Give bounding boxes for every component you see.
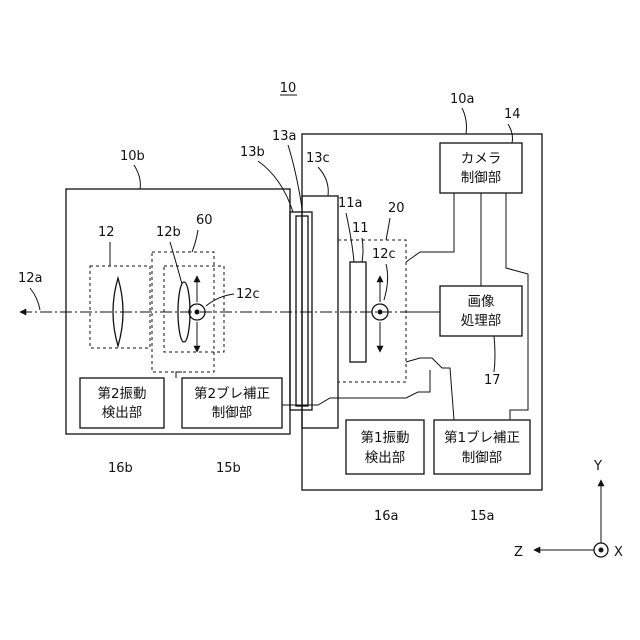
blur-correction-1-line2: 制御部	[462, 450, 503, 466]
camera-controller-line2: 制御部	[461, 170, 502, 186]
label-correction-lens: 12b	[156, 225, 181, 240]
leader-lens-axis-mark	[206, 294, 234, 306]
wire-controller-to-blur-correction-1	[506, 193, 528, 420]
leader-lens-unit	[134, 165, 140, 189]
label-optical-axis: 12a	[18, 271, 43, 286]
image-processing-line1: 画像	[468, 294, 495, 310]
mount-plate-outer	[290, 212, 312, 410]
label-blur-correction-1: 15a	[470, 509, 495, 524]
wire-blur-correction-2-to-lens	[176, 372, 182, 378]
label-vibration-detector-1: 16a	[374, 509, 399, 524]
label-sensor-unit: 20	[388, 201, 405, 216]
vibration-detector-1-line1: 第1振動	[360, 429, 409, 446]
blur-correction-2-line2: 制御部	[212, 405, 253, 421]
label-mount-c: 13c	[306, 151, 330, 166]
label-camera-controller: 14	[504, 107, 521, 122]
label-lens-unit: 10b	[120, 149, 145, 164]
label-sensor-axis-mark: 12c	[372, 247, 396, 262]
vibration-detector-1-line2: 検出部	[365, 450, 406, 466]
leader-mount-c	[318, 167, 328, 196]
x-axis-dot	[599, 548, 604, 553]
lens-axis-dot	[195, 310, 200, 315]
wire-controller-to-sensor	[406, 193, 454, 262]
leader-sensor-axis-mark	[384, 264, 388, 300]
blur-correction-1-line1: 第1ブレ補正	[444, 429, 520, 446]
label-image-processing: 17	[484, 373, 501, 388]
leader-optical-axis	[30, 288, 40, 310]
label-lens-axis-mark: 12c	[236, 287, 260, 302]
vibration-detector-2-line2: 検出部	[102, 405, 143, 421]
leader-sensor-unit	[386, 218, 390, 240]
label-sensor-surface: 11a	[338, 196, 363, 211]
leader-mount-b	[258, 161, 293, 212]
label-lens-group: 12	[98, 225, 115, 240]
label-vibration-detector-2: 16b	[108, 461, 133, 476]
blur-correction-2-line1: 第2ブレ補正	[194, 385, 270, 402]
leader-correction-lens	[170, 242, 182, 284]
label-system: 10	[280, 81, 297, 96]
camera-controller-line1: カメラ	[461, 151, 502, 167]
label-mount-b: 13b	[240, 145, 265, 160]
leader-lens-shift-unit	[192, 230, 198, 252]
label-camera-body: 10a	[450, 92, 475, 107]
label-sensor: 11	[352, 221, 369, 236]
label-blur-correction-2: 15b	[216, 461, 241, 476]
z-axis-label: Z	[514, 545, 523, 560]
vibration-detector-2-line1: 第2振動	[97, 385, 146, 402]
correction-lens-frame	[164, 266, 224, 352]
sensor-axis-dot	[378, 310, 383, 315]
leader-sensor	[362, 238, 363, 262]
leader-camera-body	[462, 108, 467, 134]
leader-image-processing	[494, 336, 495, 372]
label-mount-a: 13a	[272, 129, 297, 144]
y-axis-label: Y	[593, 459, 602, 474]
wire-blur-correction-2-to-camera	[282, 370, 430, 405]
image-processing-line2: 処理部	[461, 313, 502, 329]
x-axis-label: X	[614, 545, 623, 560]
label-lens-shift-unit: 60	[196, 213, 213, 228]
